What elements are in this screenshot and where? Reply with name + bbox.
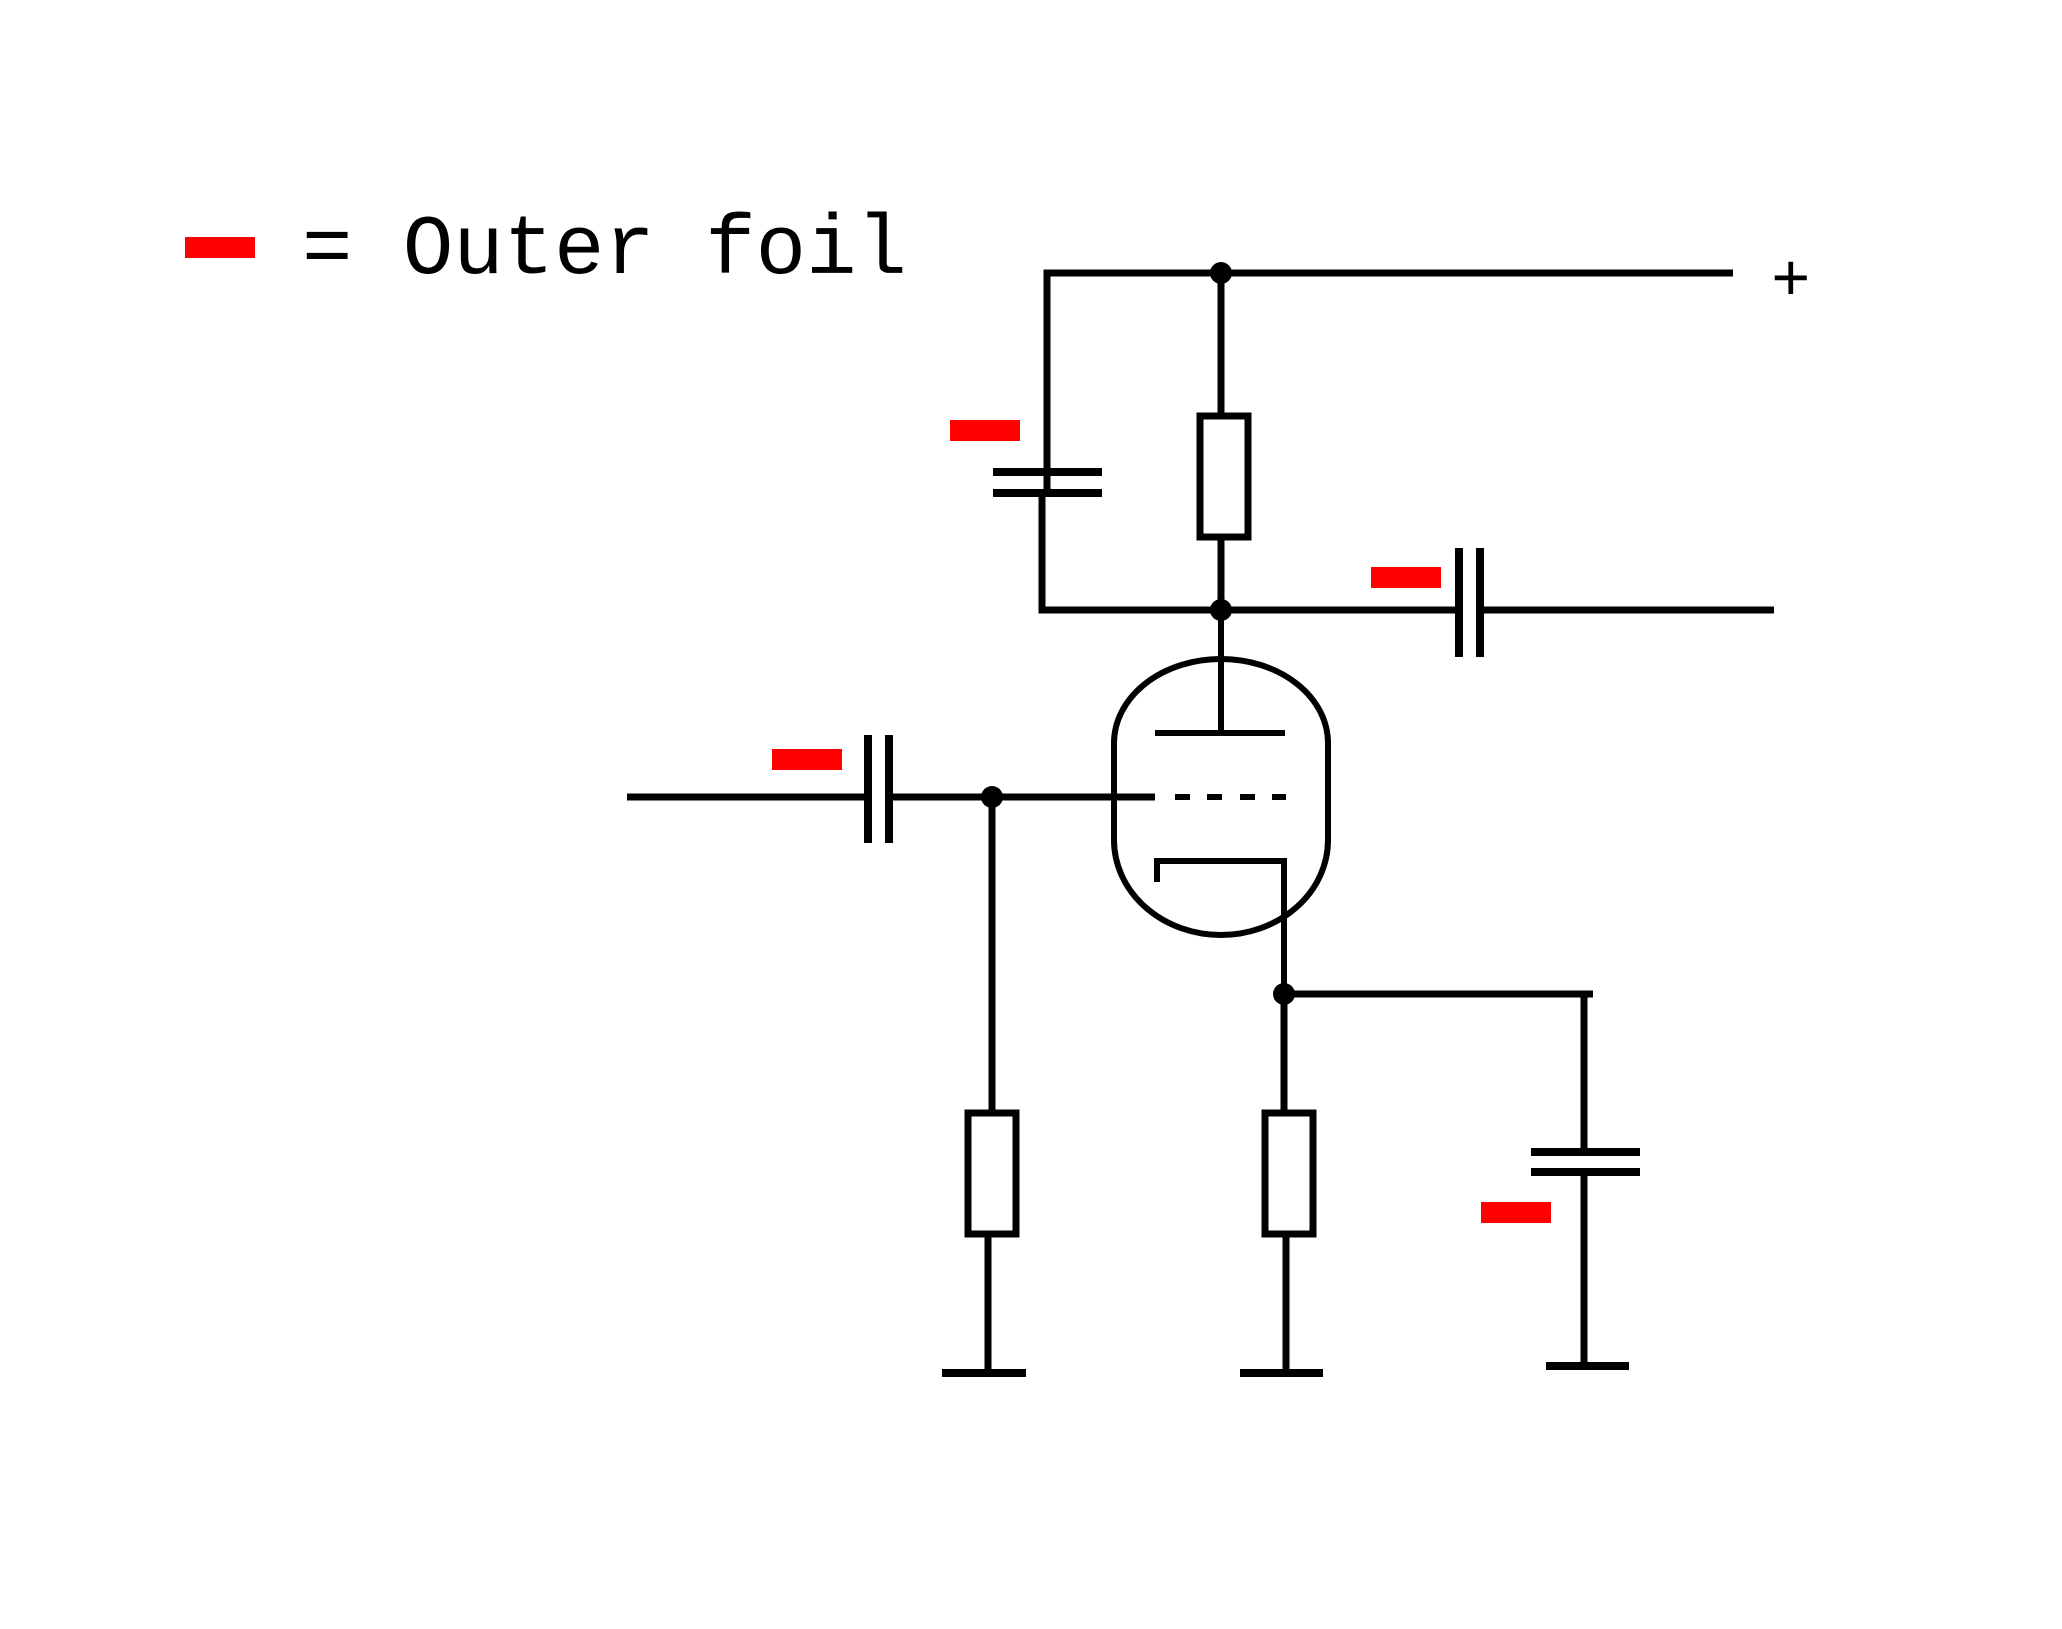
supply-rail-wire (1043, 269, 1733, 493)
anode-resistor (1196, 273, 1252, 610)
grid-leak-resistor (942, 797, 1026, 1377)
input-coupling-capacitor (772, 735, 893, 843)
resistor-body (1196, 412, 1252, 541)
resistor-body (1261, 1109, 1317, 1238)
outer-foil-marker (950, 420, 1020, 441)
triode-tube (1111, 610, 1331, 994)
supply-bypass-capacitor (950, 420, 1221, 614)
outer-foil-marker (772, 749, 842, 770)
cathode-resistor (1240, 983, 1323, 1377)
cathode-bypass-capacitor (1284, 990, 1640, 1370)
supply-rail: + (1043, 245, 1811, 493)
legend: = Outer foil (185, 204, 907, 299)
legend-foil-marker (185, 237, 255, 258)
outer-foil-marker (1481, 1202, 1551, 1223)
supply-terminal-label: + (1771, 245, 1811, 320)
output-path (1210, 599, 1774, 621)
resistor-body (964, 1109, 1020, 1238)
cathode (1154, 858, 1287, 994)
capacitor-lead (1038, 493, 1221, 614)
output-coupling-capacitor (1371, 548, 1484, 657)
legend-text: = Outer foil (302, 204, 907, 299)
outer-foil-marker (1371, 567, 1441, 588)
tube-envelope (1111, 656, 1331, 938)
